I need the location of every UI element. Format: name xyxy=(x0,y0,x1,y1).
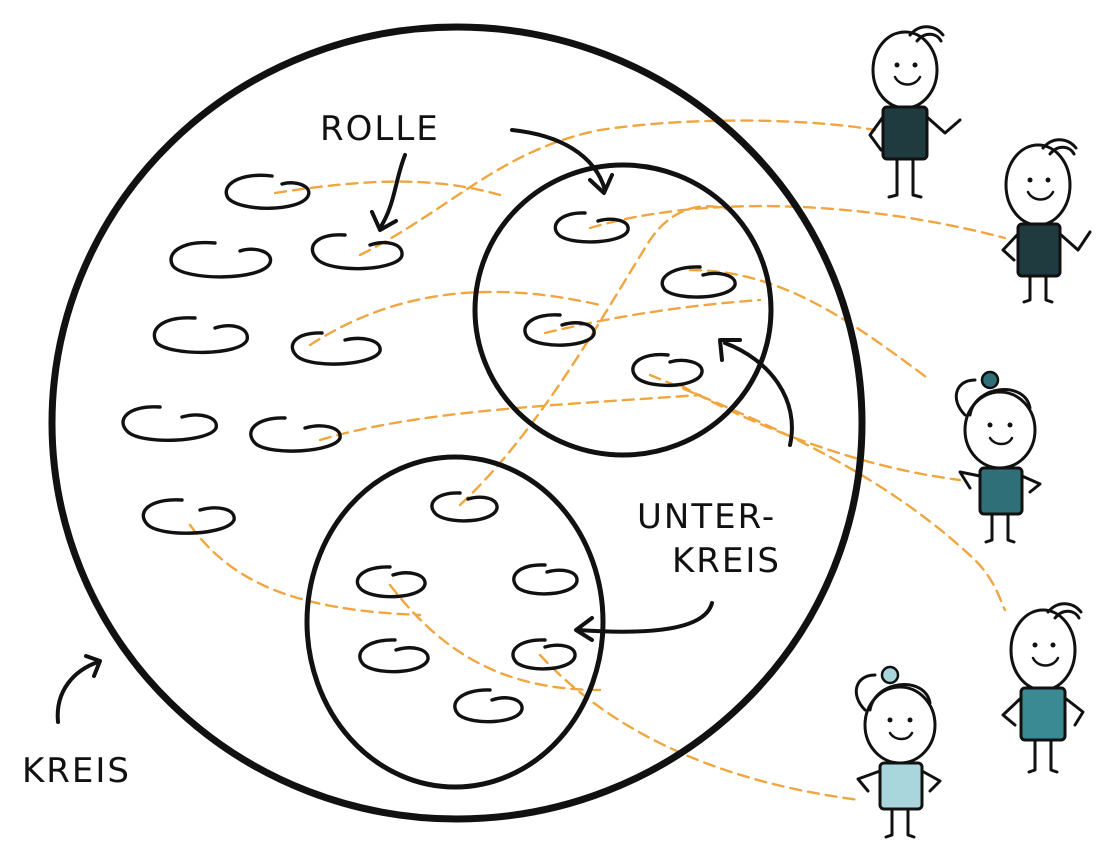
role-loop-icon xyxy=(512,563,579,596)
arrow-icon xyxy=(510,128,607,192)
person-icon xyxy=(954,370,1042,544)
role-loop-icon xyxy=(355,565,427,599)
role-loop-icon xyxy=(523,313,596,347)
person-icon xyxy=(1001,602,1085,774)
label-unterkreis-2: KREIS xyxy=(672,541,781,581)
person-icon xyxy=(1001,138,1092,304)
role-loop-icon xyxy=(453,688,524,724)
role-loop-icon xyxy=(358,638,430,674)
person-icon xyxy=(868,25,962,199)
arrow-icon xyxy=(723,341,794,447)
role-loop-icon xyxy=(511,638,577,671)
arrow-icon xyxy=(55,660,100,724)
label-rolle: ROLLE xyxy=(320,109,440,149)
role-loop-icon xyxy=(141,498,236,535)
role-loop-icon xyxy=(290,331,382,366)
label-unterkreis-1: UNTER- xyxy=(637,497,776,537)
sub-circle-bottom xyxy=(304,454,606,790)
sub-circle-top xyxy=(472,162,774,458)
connector-lines xyxy=(188,119,1007,802)
person-icon xyxy=(854,665,942,839)
role-loop-icon xyxy=(553,211,630,244)
role-loop-icon xyxy=(310,233,404,271)
role-loops xyxy=(121,173,737,724)
main-circle xyxy=(48,23,866,823)
arrow-icon xyxy=(576,601,714,634)
label-kreis: KREIS xyxy=(22,751,131,791)
annotation-arrows xyxy=(55,128,794,724)
role-loop-icon xyxy=(152,316,249,355)
role-loop-icon xyxy=(660,265,737,299)
role-loop-icon xyxy=(249,416,342,453)
role-loop-icon xyxy=(430,491,499,523)
role-loop-icon xyxy=(224,173,311,210)
role-loop-icon xyxy=(169,240,273,279)
role-loop-icon xyxy=(631,352,704,388)
arrow-icon xyxy=(378,153,407,230)
role-loop-icon xyxy=(121,405,218,442)
